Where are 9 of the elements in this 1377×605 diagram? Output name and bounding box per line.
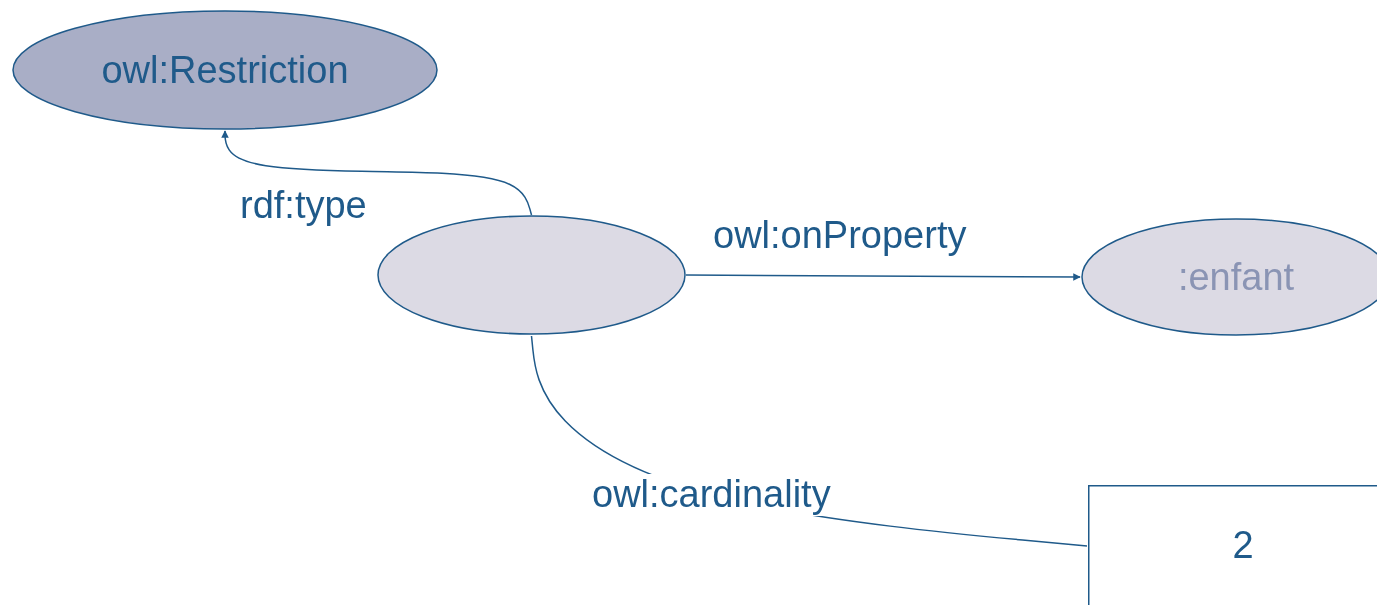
- edge-label: owl:cardinality: [592, 474, 831, 516]
- node-label: 2: [1232, 523, 1254, 567]
- class-ellipse: [12, 10, 438, 130]
- literal-box: [1088, 485, 1377, 605]
- blank-node-ellipse: [377, 215, 686, 335]
- arrow: [685, 273, 1081, 281]
- node-label: owl:Restriction: [101, 48, 349, 92]
- arrow: [221, 130, 533, 216]
- node-label: :enfant: [1177, 255, 1295, 299]
